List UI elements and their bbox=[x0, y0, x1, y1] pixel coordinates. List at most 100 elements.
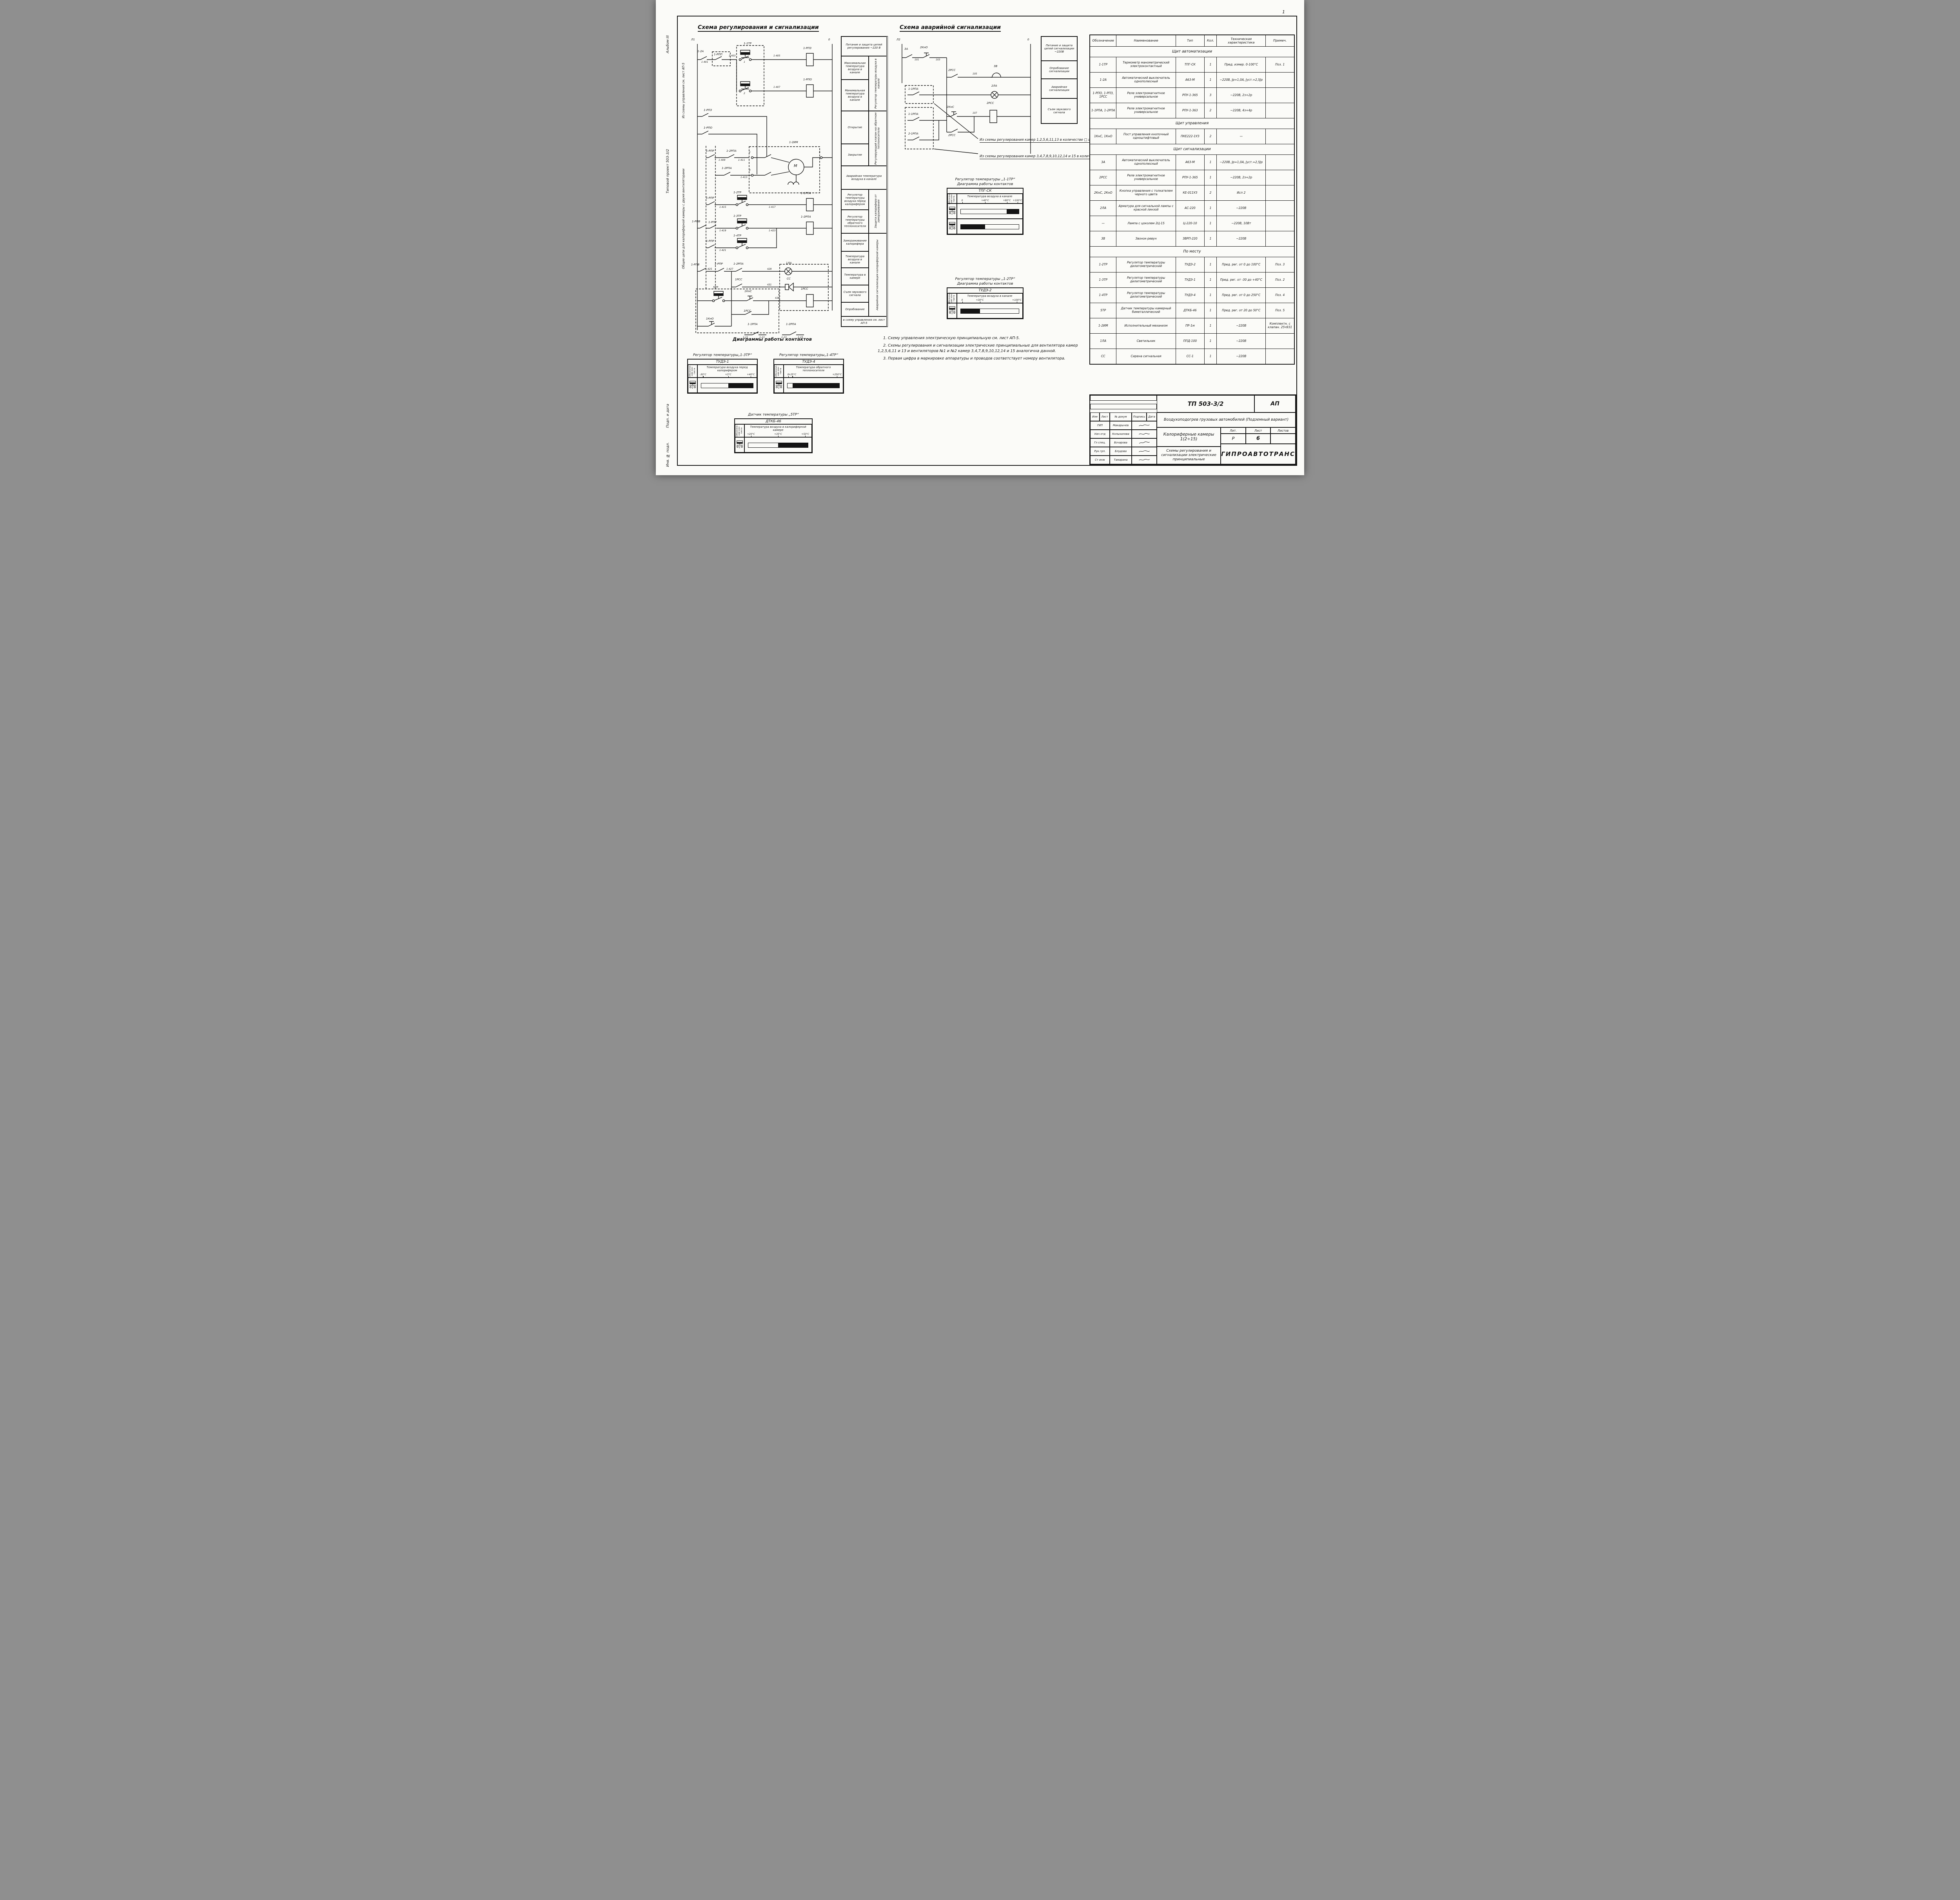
person-name: Блудова bbox=[1110, 447, 1132, 456]
table-cell: 1 bbox=[1204, 170, 1217, 185]
regulation-schematic-drawing bbox=[690, 36, 839, 340]
table-cell: Автоматический выключатель однополюсный bbox=[1116, 72, 1176, 88]
col-list: Лист bbox=[1100, 412, 1110, 421]
contact-symbol-icon: 1 bbox=[774, 378, 784, 393]
contact-symbol-icon: 1 bbox=[735, 437, 744, 453]
scale-tick-label: +50°С bbox=[801, 433, 809, 436]
project-title: Воздухоподогрев грузовых автомобилей (По… bbox=[1157, 412, 1296, 427]
wire-label: 5 bbox=[819, 151, 820, 154]
scale-tick-mark bbox=[962, 202, 963, 204]
wire-label: 1-407 bbox=[773, 86, 780, 89]
temperature-scale: 0+25°С+250°С bbox=[787, 372, 842, 378]
parameter-cell: Температура воздуха перед калорифером-30… bbox=[697, 365, 757, 378]
function-label: Минимальная температура воздуха в канале bbox=[841, 80, 869, 111]
table-cell: 1КнС, 1КнО bbox=[1089, 129, 1117, 144]
parameter-label: Температура обратного теплоносителя bbox=[796, 366, 831, 372]
wire-label: 1-1РПА bbox=[748, 323, 758, 326]
diagram-title: Диаграмма работы контактов bbox=[957, 282, 1013, 286]
wire-label: 2КнС bbox=[947, 105, 954, 109]
alarm-function-column: Питание и защита цепей сигнализации ~220… bbox=[1041, 36, 1078, 124]
table-cell: ДТКБ-46 bbox=[1175, 303, 1205, 318]
person-role: Нач отд bbox=[1090, 430, 1110, 438]
device-type: ТУДЭ-1 bbox=[688, 360, 757, 365]
wire-label: 1-13 bbox=[759, 336, 765, 339]
wire-label: 1-РПЗ bbox=[803, 47, 811, 50]
wire-label: 1-419 bbox=[719, 229, 726, 232]
wire-label: Л2 bbox=[897, 38, 900, 41]
temperature-scale: +20°С+35°С+50°С bbox=[747, 432, 809, 438]
table-header: Тип bbox=[1175, 35, 1205, 47]
document-code-2: АП bbox=[1254, 395, 1296, 412]
scale-tick-label: +100°С bbox=[1013, 199, 1022, 202]
organization-name: ГИПРОАВТОТРАНС bbox=[1221, 444, 1296, 464]
scale-tick-mark bbox=[805, 436, 806, 438]
table-cell: Реле электромагнитное универсальное bbox=[1116, 170, 1176, 185]
col-dokum: № докум bbox=[1110, 412, 1132, 421]
table-cell: 1-1РПА, 1-2РПА bbox=[1089, 103, 1117, 118]
wire-label: 1-425 bbox=[705, 268, 712, 271]
parameter-label: Температура воздуха в канале bbox=[967, 195, 1013, 198]
contact-state-cell bbox=[957, 303, 1023, 319]
svg-text:1: 1 bbox=[951, 311, 953, 315]
wire-label: 1РСС bbox=[801, 287, 808, 291]
table-cell: КЕ-011УЗ bbox=[1175, 185, 1205, 201]
wire-label: 1-2РПА bbox=[801, 215, 811, 218]
table-cell: ~220В bbox=[1216, 200, 1266, 216]
wire-label: СС bbox=[787, 277, 791, 280]
diagram-title: Регулятор температуры „1-2ТР“ bbox=[955, 277, 1015, 281]
wire-label: 107 bbox=[973, 112, 977, 114]
contact-designation-label: Обозначе- ние кон- такта bbox=[774, 365, 784, 378]
contact-state-bar bbox=[787, 383, 840, 389]
contact-state-bar bbox=[960, 209, 1019, 214]
signature bbox=[1132, 456, 1157, 464]
diagram-title: Регулятор температуры„1-3ТР“ bbox=[693, 353, 752, 357]
scale-tick-label: +25°С bbox=[788, 373, 797, 376]
table-cell: 1 bbox=[1204, 200, 1217, 216]
svg-text:1: 1 bbox=[692, 385, 694, 389]
table-cell: Лампа с цоколем 2Ц-15 bbox=[1116, 216, 1176, 231]
table-cell: Пред. рег. от 0 до 100°С bbox=[1216, 257, 1266, 272]
table-cell: Датчик температуры камерный биметалличес… bbox=[1116, 303, 1176, 318]
table-cell: 1 bbox=[1204, 257, 1217, 272]
table-cell: Термометр манометрический электроконтакт… bbox=[1116, 57, 1176, 73]
document-code: ТП 503-3/2 bbox=[1157, 395, 1255, 412]
table-cell: 1 bbox=[1204, 333, 1217, 349]
scale-tick-mark bbox=[788, 376, 789, 378]
svg-text:1: 1 bbox=[951, 212, 953, 215]
wire-label: 1-РПЗ bbox=[704, 109, 712, 112]
temperature-scale: 0+40°С+80°С+100°С bbox=[960, 198, 1022, 204]
wire-label: 429 bbox=[767, 268, 772, 271]
table-cell: 1-2ТР bbox=[1089, 257, 1117, 272]
table-cell: 5ТР bbox=[1089, 303, 1117, 318]
table-cell: Регулятор температуры дилатометрический bbox=[1116, 287, 1176, 303]
table-cell bbox=[1265, 87, 1295, 103]
wire-label: 0 bbox=[1027, 38, 1029, 41]
wire-label: 1-1РПА bbox=[908, 87, 918, 91]
function-group-label: Регулирующий клапан на обратном теплонос… bbox=[869, 111, 887, 166]
table-cell: Пост управления кнопочный одноштифтовый bbox=[1116, 129, 1176, 144]
sheets-label: Листов bbox=[1270, 427, 1296, 434]
table-cell: ~220В, Jр=1,0А, Jуст.=2,5Jр bbox=[1216, 72, 1266, 88]
table-cell: Пред. рег. от 20 до 50°С bbox=[1216, 303, 1266, 318]
table-cell: ППД-100 bbox=[1175, 333, 1205, 349]
function-label: Замораживание калорифера bbox=[841, 233, 869, 251]
table-header: Наименование bbox=[1116, 35, 1176, 47]
table-cell: Ц-220-10 bbox=[1175, 216, 1205, 231]
wire-label: 1-405 bbox=[773, 54, 780, 57]
table-cell: 1-РПО, 1-РПЗ, 1РСС bbox=[1089, 87, 1117, 103]
wire-label: 1-11 bbox=[743, 336, 748, 339]
wire-label: 1-4ТР bbox=[733, 234, 741, 237]
wire-label: 101 bbox=[915, 58, 919, 61]
scale-tick-label: +40°С bbox=[747, 373, 755, 376]
